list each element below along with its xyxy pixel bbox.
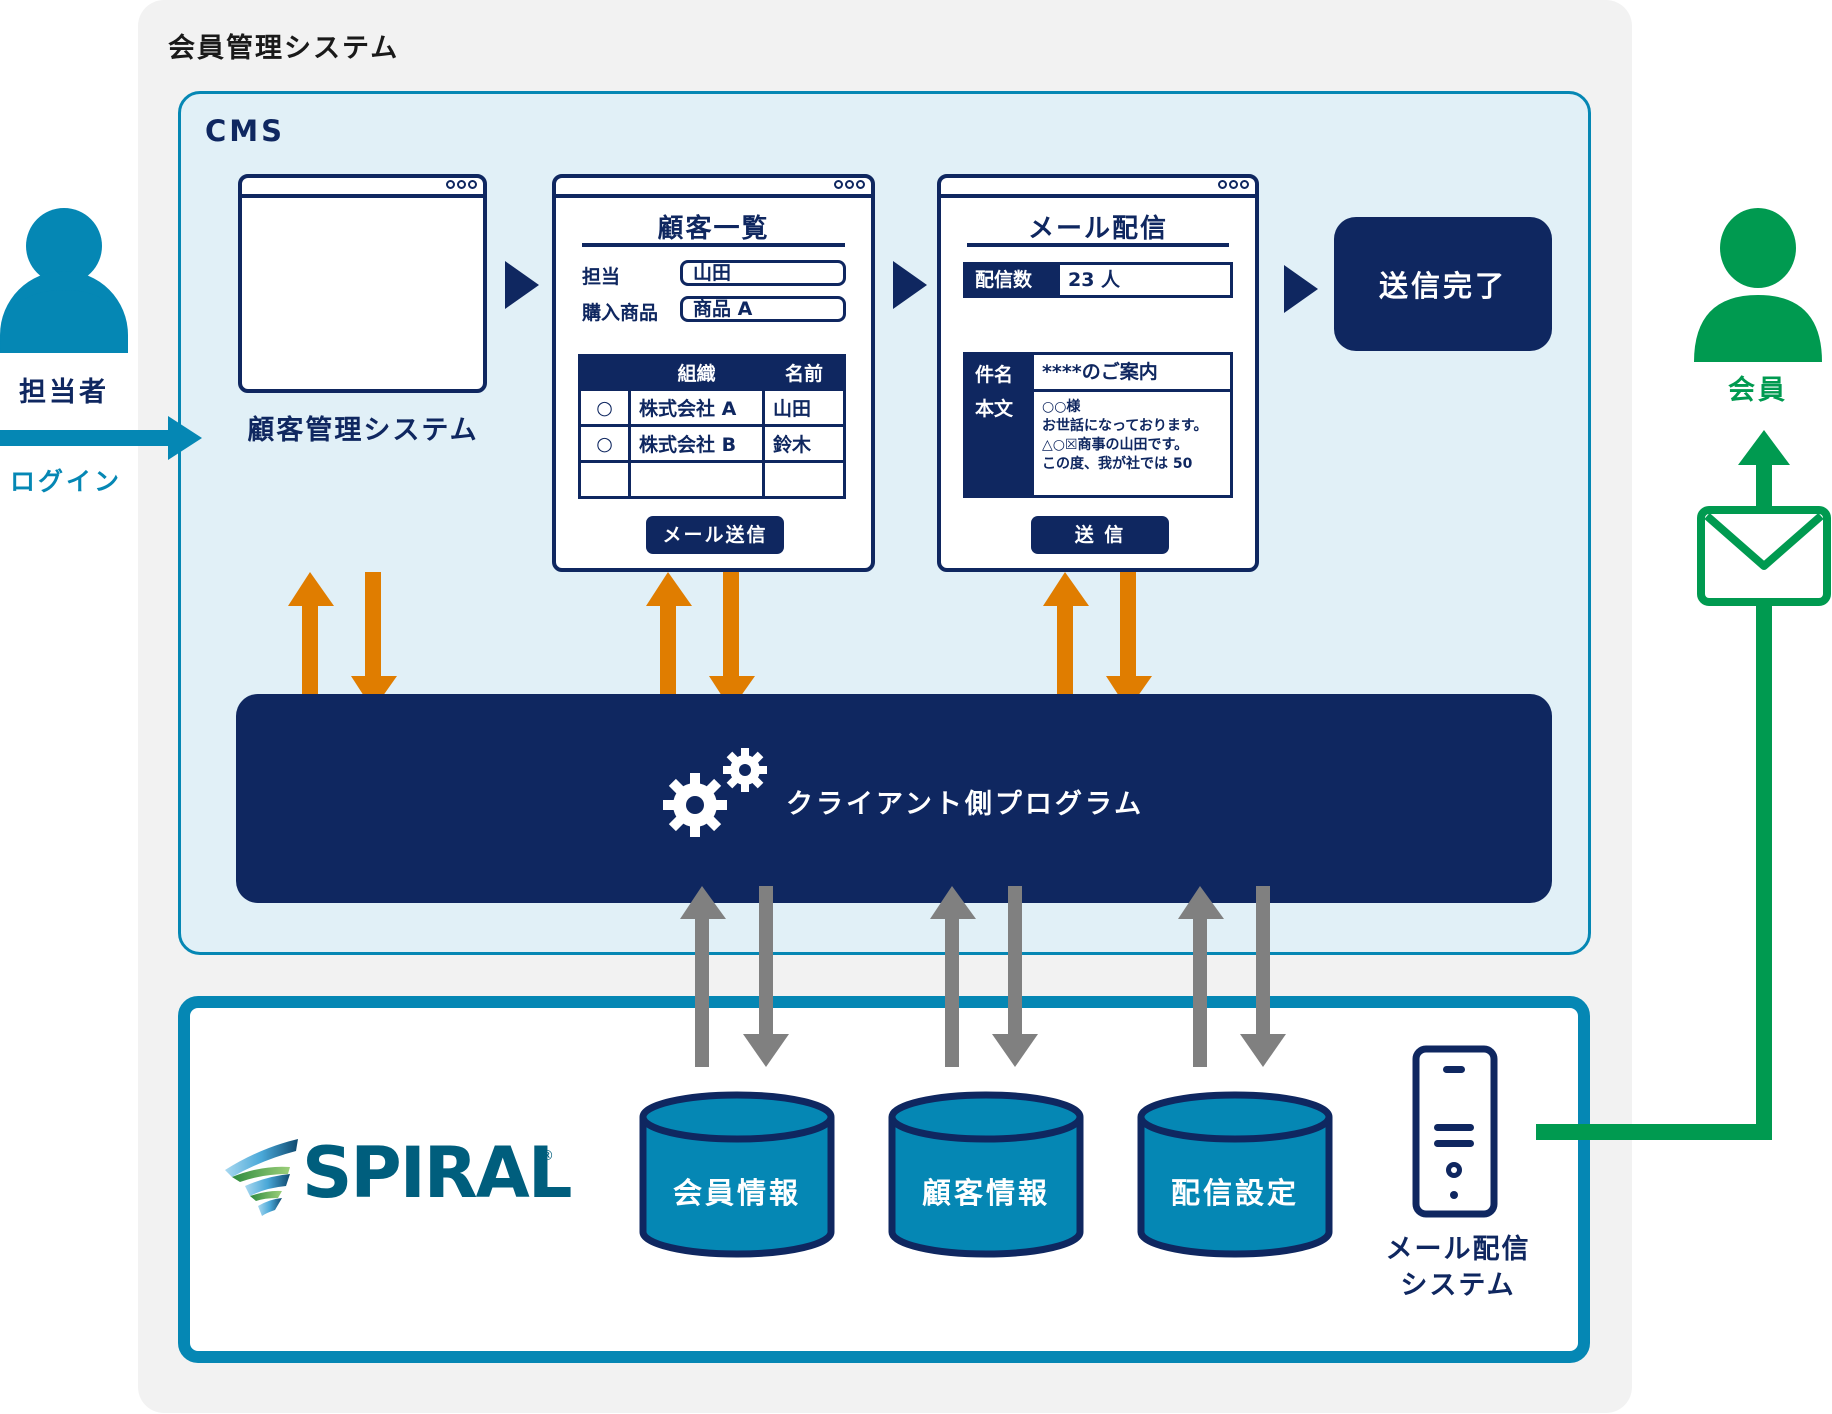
database-label-delivery-settings: 配信設定 bbox=[1170, 1176, 1299, 1210]
title-underline bbox=[582, 243, 845, 247]
spiral-logo-text: SPIRAL bbox=[302, 1132, 572, 1214]
client-program-bar bbox=[236, 694, 1552, 903]
client-program-label: クライアント側プログラム bbox=[786, 789, 1145, 820]
mail-delivery-title: メール配信 bbox=[1027, 214, 1168, 244]
registered-mark: ® bbox=[540, 1148, 554, 1164]
login-label: ログイン bbox=[10, 467, 123, 496]
window-controls-icon bbox=[834, 180, 865, 189]
server-label-line: システム bbox=[1400, 1270, 1516, 1301]
gears-icon bbox=[663, 748, 767, 837]
cell-name bbox=[762, 460, 846, 499]
table-header-row: 組織 名前 bbox=[578, 354, 846, 391]
mail-delivery-window[interactable]: メール配信 配信数 23 人 件名 本文 ****のご案内 ○○様 お世話になっ… bbox=[937, 174, 1259, 572]
window-controls-icon bbox=[446, 180, 477, 189]
cms-label: CMS bbox=[205, 114, 286, 148]
body-field[interactable]: ○○様 お世話になっております。 △○☒商事の山田です。 この度、我が社では 5… bbox=[1031, 389, 1233, 498]
send-complete-box: 送信完了 bbox=[1334, 217, 1552, 351]
flow-arrow-icon bbox=[893, 261, 927, 309]
table-row[interactable] bbox=[578, 460, 846, 499]
envelope-icon bbox=[1697, 506, 1831, 606]
field-label-product: 購入商品 bbox=[582, 302, 659, 324]
cell-organization: 株式会社 A bbox=[628, 388, 765, 427]
subject-label: 件名 bbox=[975, 364, 1014, 386]
product-field[interactable]: 商品 A bbox=[680, 296, 846, 322]
window-titlebar bbox=[556, 178, 871, 198]
column-header-organization: 組織 bbox=[628, 354, 765, 391]
staff-label: 担当者 bbox=[19, 377, 109, 408]
customer-list-title: 顧客一覧 bbox=[657, 214, 770, 244]
database-label-customers: 顧客情報 bbox=[921, 1176, 1050, 1210]
spiral-container bbox=[178, 996, 1590, 1363]
body-line: この度、我が社では 50 bbox=[1042, 456, 1193, 472]
row-radio[interactable]: ○ bbox=[578, 388, 631, 427]
flow-arrow-icon bbox=[505, 261, 539, 309]
mail-delivery-system-label: メール配信 システム bbox=[1378, 1232, 1538, 1304]
customer-system-label: 顧客管理システム bbox=[247, 415, 479, 446]
database-label-members: 会員情報 bbox=[672, 1176, 801, 1210]
row-radio[interactable] bbox=[578, 460, 631, 499]
cell-name: 山田 bbox=[762, 388, 846, 427]
body-line: お世話になっております。 bbox=[1042, 418, 1208, 434]
cell-organization: 株式会社 B bbox=[628, 424, 765, 463]
flow-arrow-icon bbox=[1284, 265, 1318, 313]
delivery-count-label: 配信数 bbox=[963, 262, 1059, 298]
body-label: 本文 bbox=[975, 398, 1014, 420]
send-button[interactable]: 送 信 bbox=[1031, 516, 1169, 554]
assignee-field[interactable]: 山田 bbox=[680, 260, 846, 286]
title-underline bbox=[967, 243, 1229, 247]
member-label: 会員 bbox=[1728, 375, 1788, 406]
cell-organization bbox=[628, 460, 765, 499]
send-mail-button[interactable]: メール送信 bbox=[646, 516, 784, 554]
row-radio[interactable]: ○ bbox=[578, 424, 631, 463]
member-person-icon bbox=[1694, 208, 1822, 362]
table-row[interactable]: ○ 株式会社 B 鈴木 bbox=[578, 424, 846, 463]
column-header-select bbox=[578, 354, 631, 391]
customer-system-window[interactable] bbox=[238, 174, 487, 393]
body-line: △○☒商事の山田です。 bbox=[1042, 437, 1189, 453]
table-row[interactable]: ○ 株式会社 A 山田 bbox=[578, 388, 846, 427]
body-line: ○○様 bbox=[1042, 399, 1081, 415]
panel-title: 会員管理システム bbox=[168, 33, 400, 64]
window-titlebar bbox=[941, 178, 1255, 198]
customer-table: 組織 名前 ○ 株式会社 A 山田 ○ 株式会社 B 鈴木 bbox=[578, 354, 846, 499]
server-label-line: メール配信 bbox=[1385, 1234, 1531, 1265]
column-header-name: 名前 bbox=[762, 354, 846, 391]
staff-person-icon bbox=[0, 208, 128, 353]
window-controls-icon bbox=[1218, 180, 1249, 189]
window-titlebar bbox=[242, 178, 483, 198]
mail-field-labels: 件名 本文 bbox=[963, 352, 1033, 498]
subject-field[interactable]: ****のご案内 bbox=[1031, 352, 1233, 392]
cell-name: 鈴木 bbox=[762, 424, 846, 463]
delivery-count-value: 23 人 bbox=[1057, 262, 1233, 298]
customer-list-window[interactable]: 顧客一覧 担当 山田 購入商品 商品 A 組織 名前 ○ 株式会社 A 山田 ○… bbox=[552, 174, 875, 572]
field-label-assignee: 担当 bbox=[582, 266, 621, 288]
